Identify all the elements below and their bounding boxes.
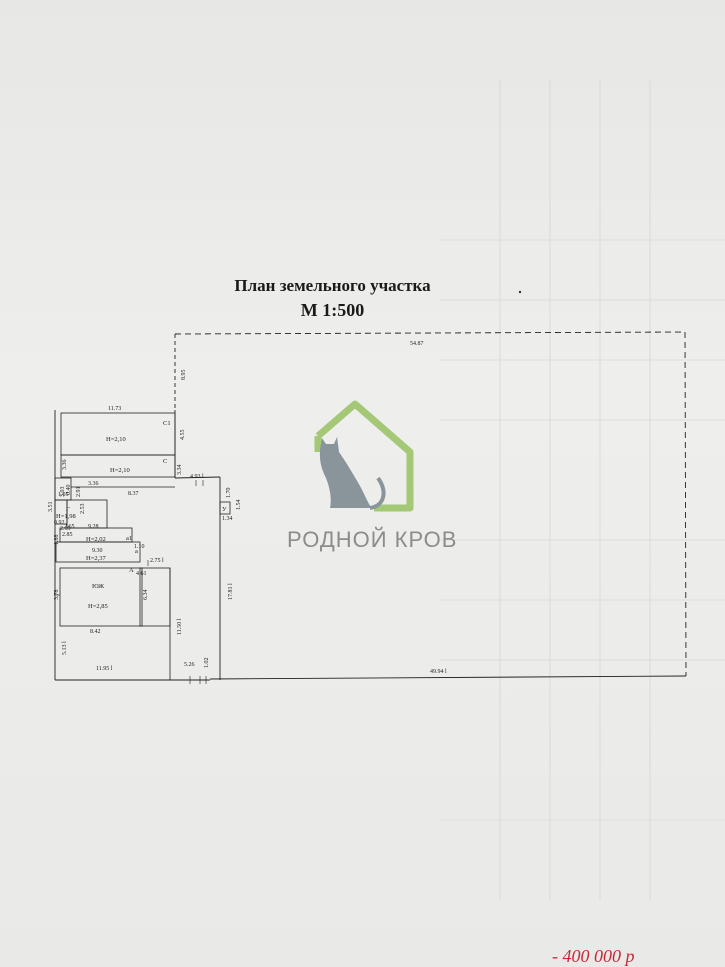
misc-dim-18: 2.85 xyxy=(62,532,73,538)
misc-dim-1: 4.93 l xyxy=(190,474,204,480)
misc-dim-8: 2.65 xyxy=(64,524,75,530)
dim-right-gap: 3.34 xyxy=(177,465,183,476)
misc-dim-3: 1.34 xyxy=(222,516,233,522)
dimension-ticks xyxy=(55,480,207,684)
dim-top: 54.87 xyxy=(410,341,424,347)
building-a-width: 9.30 xyxy=(92,548,103,554)
misc-dim-14: 3.78 xyxy=(54,590,60,601)
misc-dim-0: 8.37 xyxy=(128,491,139,497)
stray-dot xyxy=(518,290,522,294)
misc-dim-11: 2.75 l xyxy=(150,558,164,564)
misc-dim-13: 5.13 l xyxy=(62,641,68,655)
building-u-id: У xyxy=(222,506,227,513)
handwritten-note: - 400 000 р xyxy=(552,946,635,966)
building-u-width: 1.70 xyxy=(226,488,232,499)
building-c1-id: C1 xyxy=(163,420,171,427)
misc-dim-17: 0.92 xyxy=(54,520,65,526)
land-boundary xyxy=(54,331,687,681)
building-main-title: ЮЖ xyxy=(92,583,104,590)
building-a1-label: Н=2,02 xyxy=(86,536,106,543)
building-g-label: Н=1,98 xyxy=(56,513,76,520)
building-main-label: Н=2,85 xyxy=(88,603,108,610)
misc-dim-2: 1.54 xyxy=(236,500,242,511)
building-c1-height: 4.55 xyxy=(180,430,186,441)
building-c-height: 3.36 xyxy=(62,460,68,471)
dim-left-upper: 8.95 xyxy=(181,370,187,381)
dim-gate-side: 1.02 xyxy=(204,658,210,669)
building-g-width: 2.65 xyxy=(60,526,71,532)
building-c1-label: Н=2,10 xyxy=(106,436,126,443)
dim-bottom: 49.94 l xyxy=(430,669,447,675)
dim-bottom-left: 11.95 l xyxy=(96,666,113,672)
dim-gate: 5.26 xyxy=(184,662,195,668)
building-main-id: A xyxy=(129,567,134,574)
bleed-through-table xyxy=(440,80,725,900)
misc-dim-4: 1.88 xyxy=(54,535,60,546)
building-main-width: 8.42 xyxy=(90,629,101,635)
building-c-id: C xyxy=(163,458,167,465)
document-scale: М 1:500 xyxy=(300,300,365,320)
misc-dim-15: 1.05 xyxy=(58,492,69,498)
misc-dim-10: 4.61 xyxy=(136,571,147,577)
misc-dim-5: 3.03 xyxy=(60,487,66,498)
building-a1-width: 9.28 xyxy=(88,524,99,530)
building-g-id: Г xyxy=(66,506,70,513)
misc-dim-9: 1.10 xyxy=(134,544,145,550)
building-main-height: 6.34 xyxy=(143,590,149,601)
misc-dim-16: 2.91 xyxy=(76,487,82,498)
building-c-width: 3.36 xyxy=(88,481,99,487)
dim-inner-vertical: 17.81 l xyxy=(228,583,234,600)
building-a-id: a xyxy=(135,548,138,555)
dim-lower-vertical: 11.50 l xyxy=(177,618,183,635)
building-a-label: Н=2,37 xyxy=(86,555,106,562)
watermark-text: РОДНОЙ КРОВ xyxy=(287,527,457,552)
misc-dim-6: 0.40 xyxy=(66,485,72,496)
misc-dim-7: 2.53 xyxy=(80,504,86,515)
buildings xyxy=(54,412,231,680)
building-a1-id: a1 xyxy=(126,535,132,542)
document-title: План земельного участка xyxy=(234,276,431,295)
cat-house-logo-icon xyxy=(314,400,414,512)
building-c-label: Н=2,10 xyxy=(110,467,130,474)
misc-dim-12: 3.51 xyxy=(48,502,54,513)
building-c1-width: 11.73 xyxy=(108,406,121,412)
